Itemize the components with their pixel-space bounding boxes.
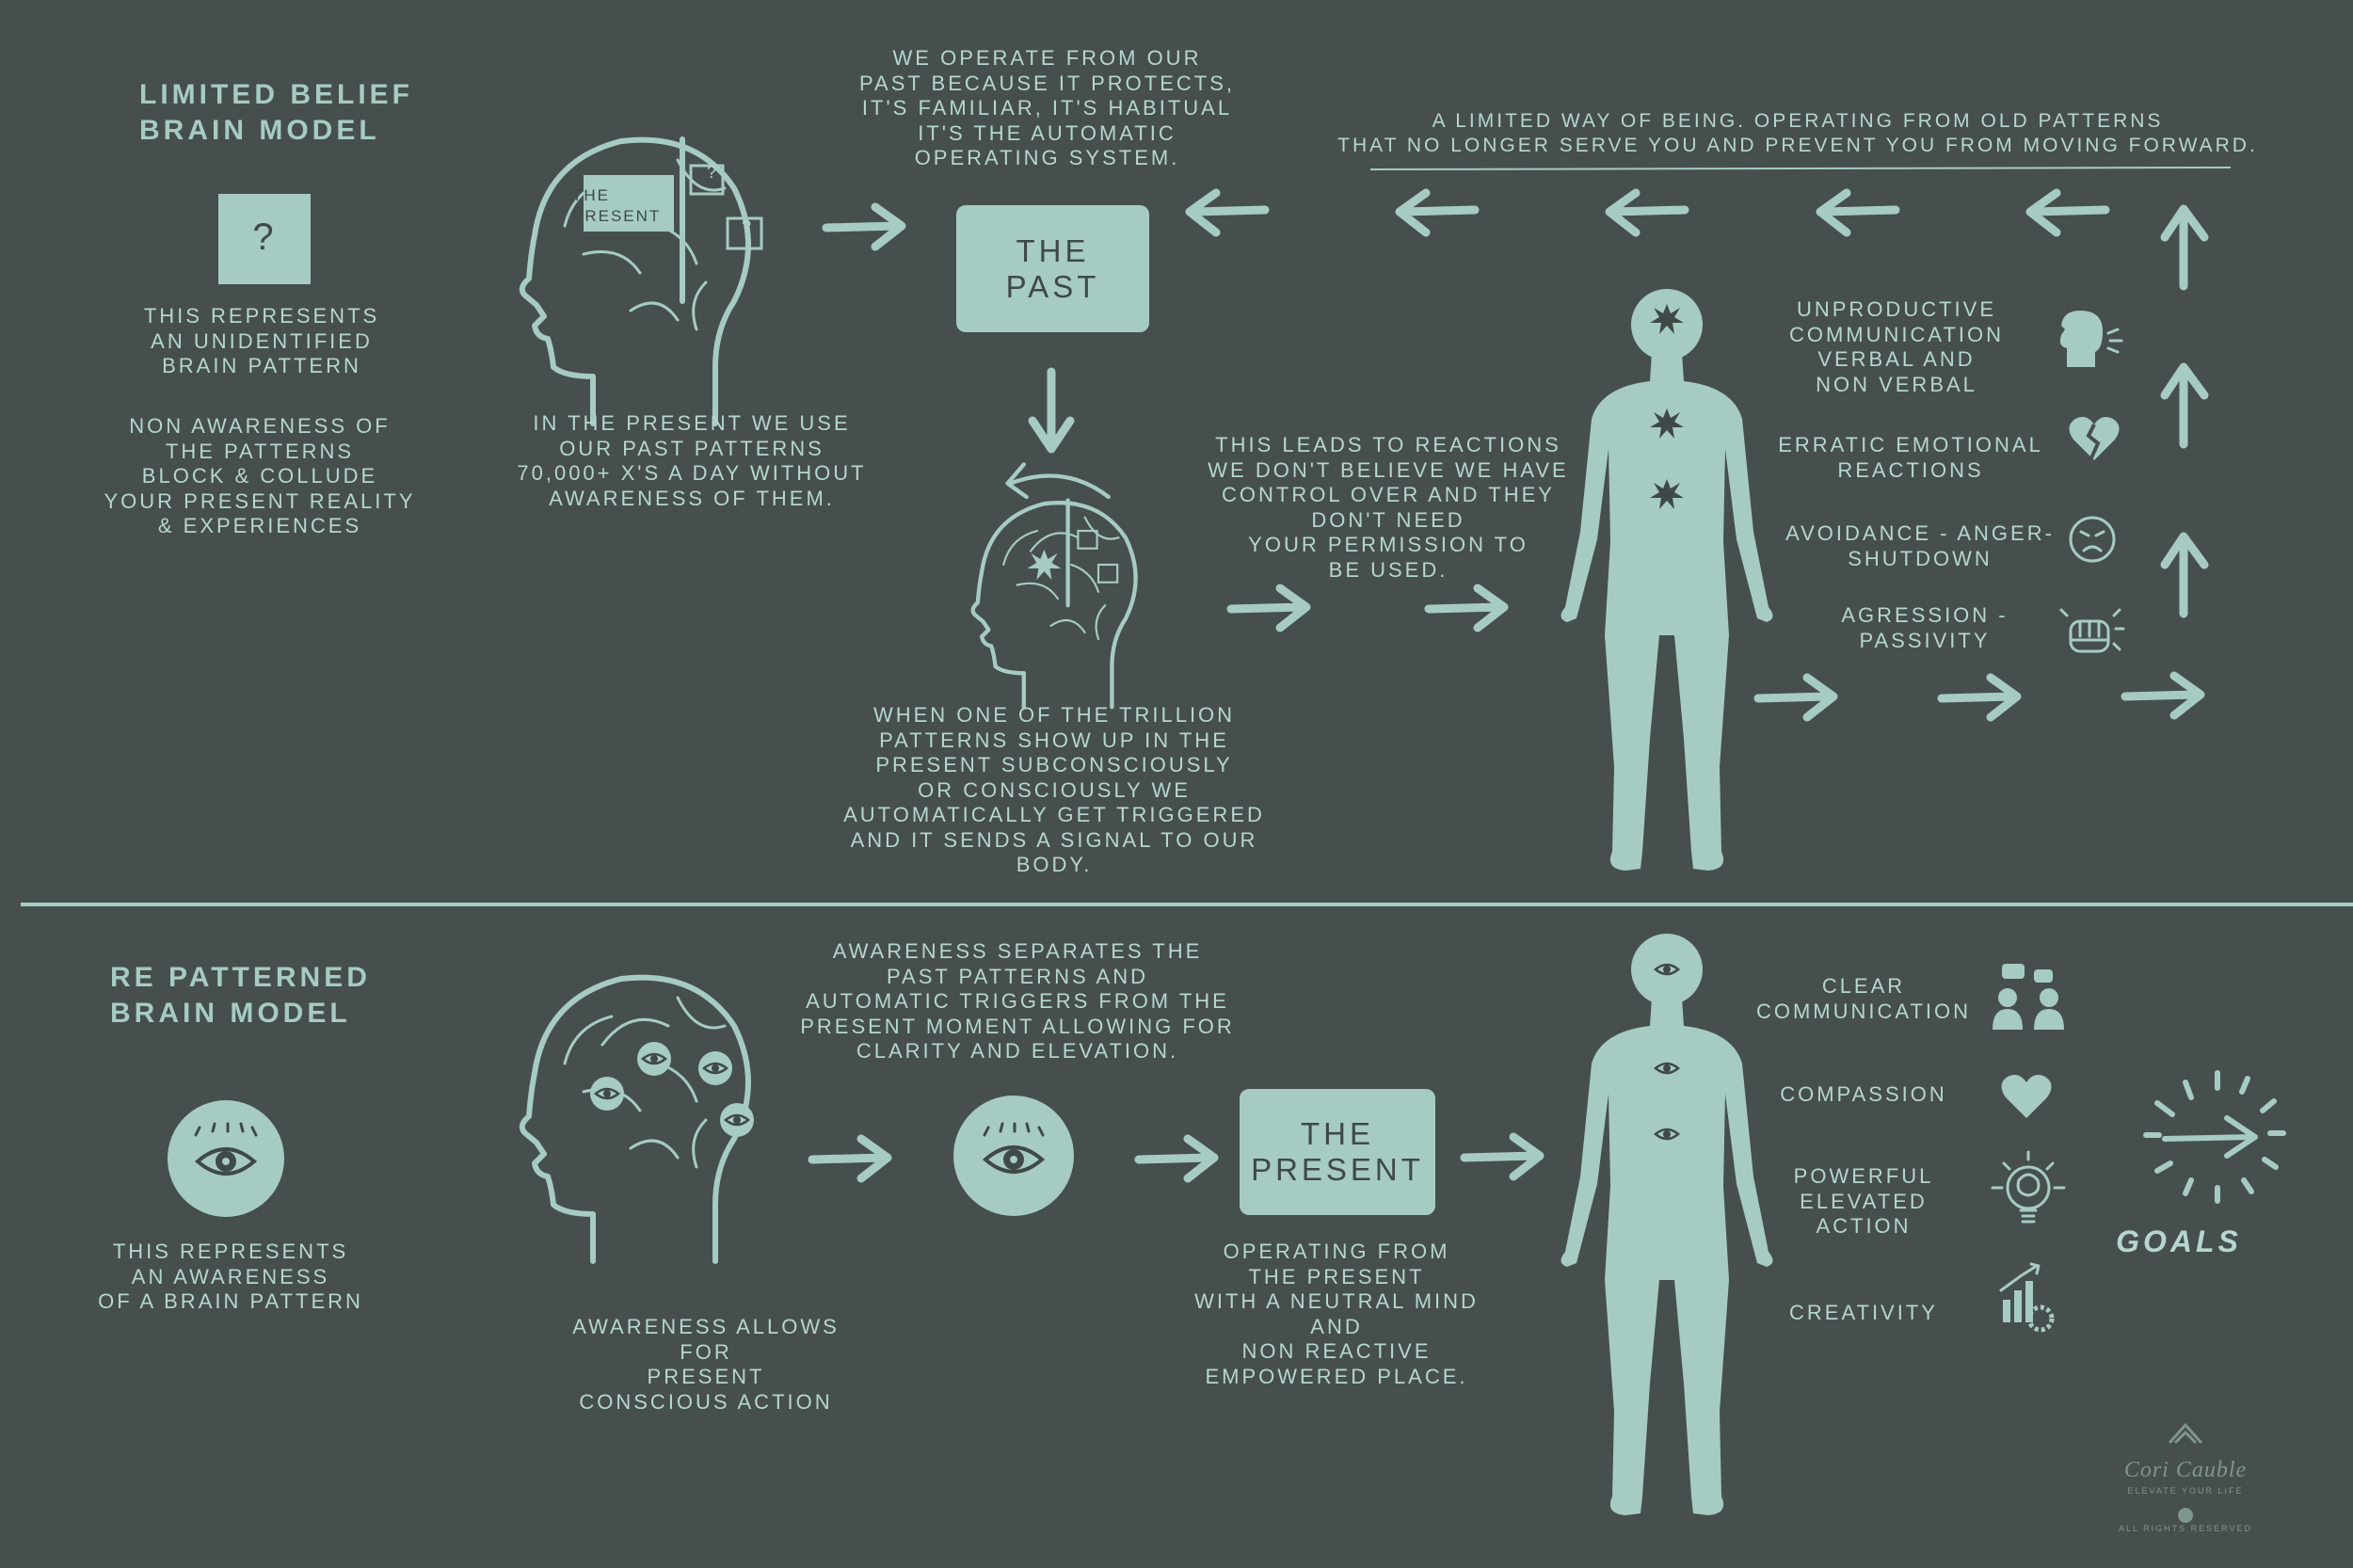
brain-head-icon xyxy=(522,136,763,424)
outcome-item-1: CLEAR COMMUNICATION xyxy=(1755,974,1972,1023)
logo-rights: ALL RIGHTS RESERVED xyxy=(2118,1524,2253,1533)
arrow-left-1 xyxy=(1190,193,1265,232)
reactive-body-figure xyxy=(1561,289,1773,871)
lightbulb-brain-icon xyxy=(1991,1150,2066,1224)
speaking-head-icon xyxy=(2059,311,2123,367)
aware-brain-icon xyxy=(522,978,754,1261)
logo-name: Cori Cauble xyxy=(2123,1458,2248,1482)
fist-icon xyxy=(2059,608,2125,653)
reactions-text: THIS LEADS TO REACTIONS WE DON'T BELIEVE… xyxy=(1208,433,1569,582)
limited-way-underline xyxy=(1369,167,2232,170)
outcome-item-2: COMPASSION xyxy=(1780,1082,1947,1106)
broken-heart-icon xyxy=(2069,417,2120,461)
reaction-item-4: AGRESSION - PASSIVITY xyxy=(1841,603,2009,652)
arrow-right-2 xyxy=(1942,678,2017,717)
present-use-text: IN THE PRESENT WE USE OUR PAST PATTERNS … xyxy=(517,411,867,510)
operating-text: OPERATING FROM THE PRESENT WITH A NEUTRA… xyxy=(1194,1240,1479,1388)
bottom-represents-text: THIS REPRESENTS AN AWARENESS OF A BRAIN … xyxy=(98,1240,363,1313)
operate-from-past-text: WE OPERATE FROM OUR PAST BECAUSE IT PROT… xyxy=(859,46,1235,169)
arrow-to-past xyxy=(826,207,902,247)
brand-logo xyxy=(2169,1423,2202,1523)
triggered-brain-icon xyxy=(973,462,1136,707)
arrow-up-2 xyxy=(2165,367,2204,444)
question-mark: ? xyxy=(252,216,277,258)
people-talking-icon xyxy=(1993,964,2064,1030)
trigger-text: WHEN ONE OF THE TRILLION PATTERNS SHOW U… xyxy=(843,703,1265,876)
arrow-to-present xyxy=(1139,1139,1214,1178)
non-awareness-text: NON AWARENESS OF THE PATTERNS BLOCK & CO… xyxy=(104,414,416,537)
reaction-item-2: ERRATIC EMOTIONAL REACTIONS xyxy=(1778,433,2043,482)
outcome-item-4: CREATIVITY xyxy=(1789,1301,1938,1324)
reaction-item-1: UNPRODUCTIVE COMMUNICATION VERBAL AND NO… xyxy=(1788,297,2005,396)
arrow-left-2 xyxy=(1400,193,1475,232)
limited-way-text: A LIMITED WAY OF BEING. OPERATING FROM O… xyxy=(1337,110,2258,156)
arrow-left-3 xyxy=(1609,193,1685,232)
arrow-to-calm-body xyxy=(1465,1137,1540,1176)
brain-present-label: THE PRESENT xyxy=(572,186,662,225)
growth-gear-icon xyxy=(1999,1262,2055,1333)
heart-icon xyxy=(2001,1075,2052,1118)
the-past-box: THE PAST xyxy=(956,205,1149,332)
logo-tagline: ELEVATE YOUR LIFE xyxy=(2127,1486,2244,1496)
brain-q-2: ? xyxy=(741,217,751,236)
arrow-right-3 xyxy=(2125,676,2201,715)
arrow-left-5 xyxy=(2030,193,2105,232)
awareness-separates-text: AWARENESS SEPARATES THE PAST PATTERNS AN… xyxy=(800,939,1235,1063)
top-heading: LIMITED BELIEF BRAIN MODEL xyxy=(139,79,413,146)
arrow-to-body xyxy=(1429,588,1504,628)
arrow-up-1 xyxy=(2165,209,2204,286)
the-present-box: THE PRESENT xyxy=(1240,1089,1435,1215)
bottom-heading: RE PATTERNED BRAIN MODEL xyxy=(110,962,371,1029)
goals-label: GOALS xyxy=(2116,1224,2242,1258)
reaction-item-3: AVOIDANCE - ANGER- SHUTDOWN xyxy=(1785,521,2055,570)
arrow-to-eye xyxy=(812,1139,888,1178)
arrow-to-reactions xyxy=(1231,588,1306,628)
brain-q-1: ? xyxy=(706,163,716,182)
arrow-right-1 xyxy=(1758,678,1833,717)
angry-face-icon xyxy=(2069,516,2116,563)
outcome-item-3: POWERFUL ELEVATED ACTION xyxy=(1793,1164,1934,1238)
awareness-allows-text: AWARENESS ALLOWS FOR PRESENT CONSCIOUS A… xyxy=(572,1315,840,1414)
goals-burst-icon xyxy=(2143,1070,2286,1204)
arrow-left-4 xyxy=(1820,193,1896,232)
top-represents-text: THIS REPRESENTS AN UNIDENTIFIED BRAIN PA… xyxy=(143,304,380,377)
question-square-icon xyxy=(218,194,311,284)
arrow-up-3 xyxy=(2165,536,2204,614)
arrow-down-to-brain xyxy=(1032,372,1070,449)
